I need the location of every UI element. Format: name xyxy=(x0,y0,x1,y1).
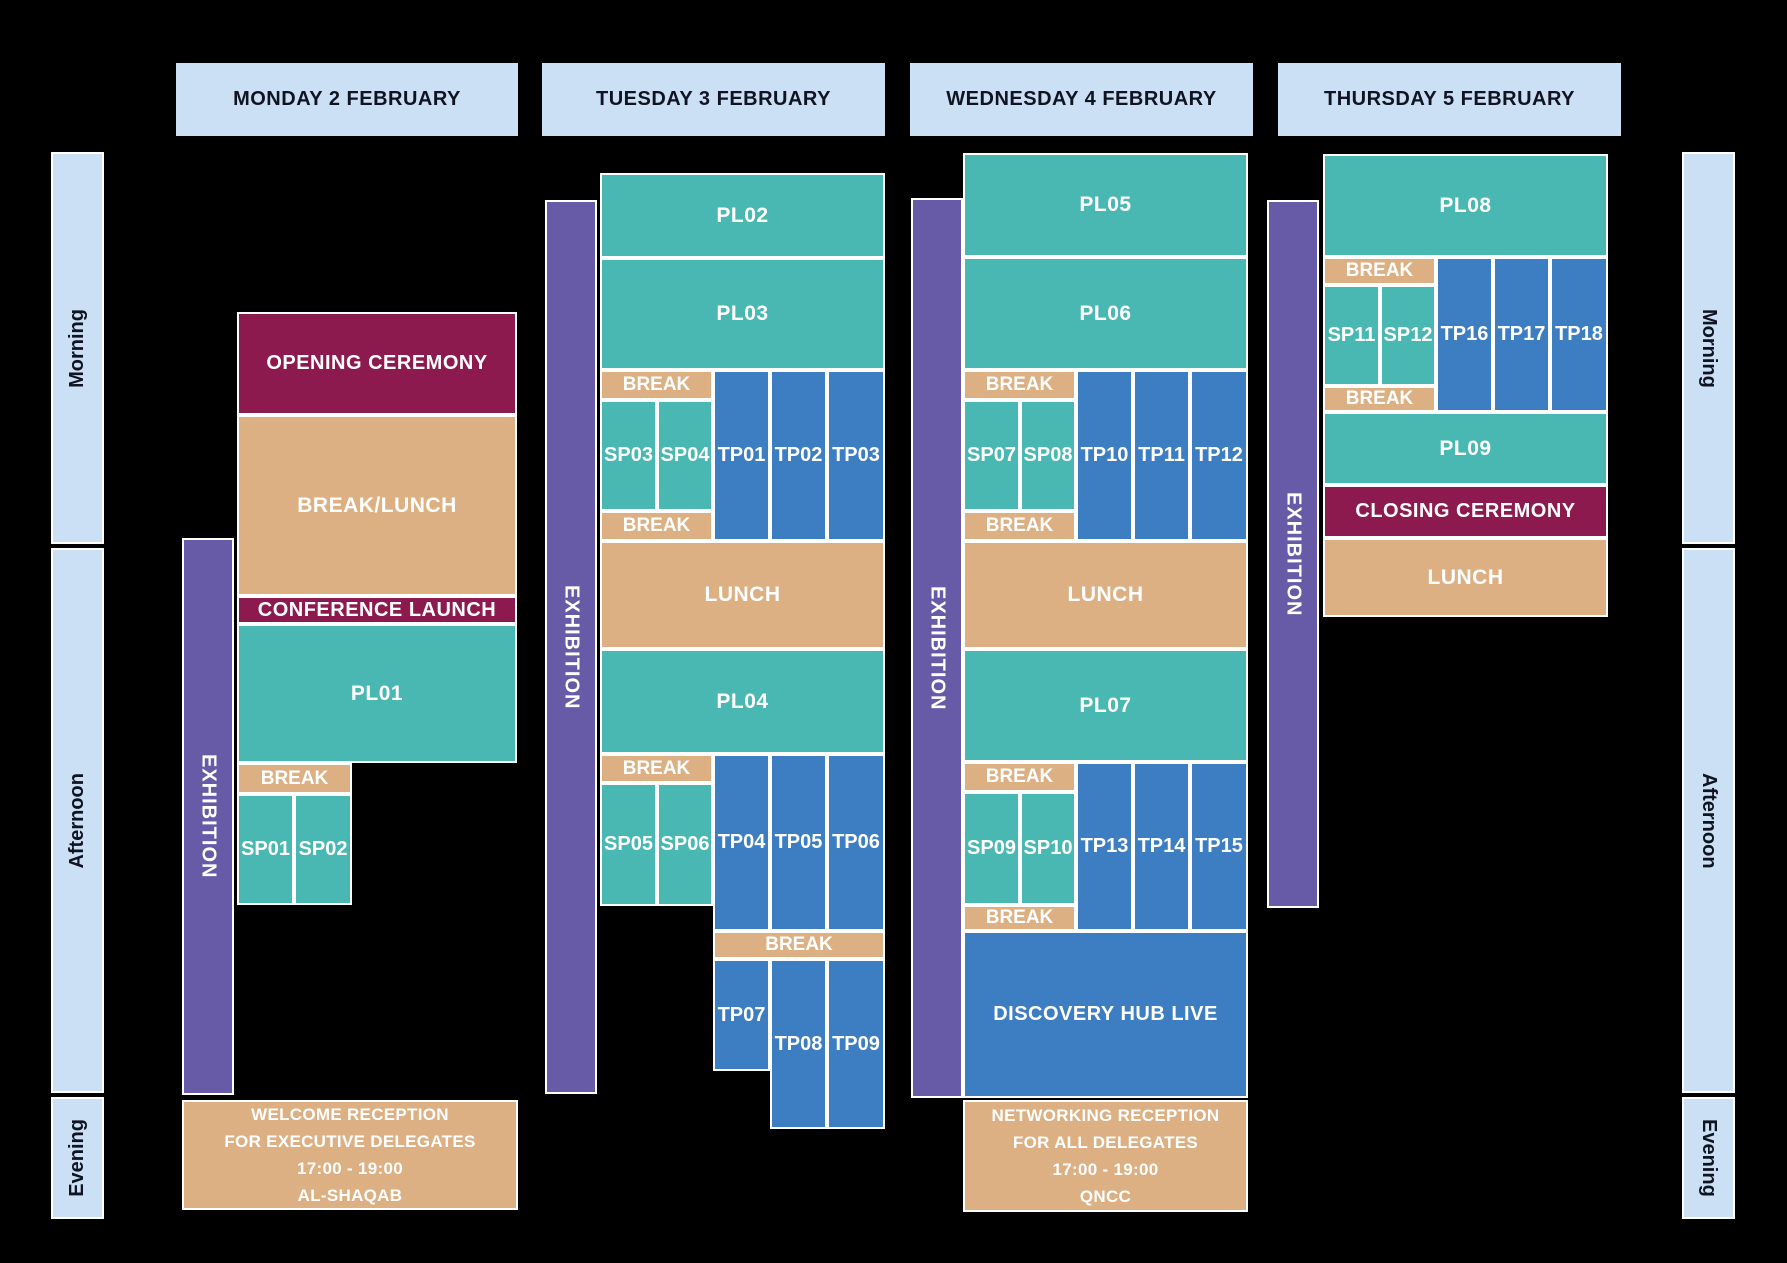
session-tp06: TP06 xyxy=(827,754,885,931)
break-tuesday-am-1: BREAK xyxy=(600,370,713,400)
lunch-wednesday: LUNCH xyxy=(963,541,1248,649)
welcome-reception: WELCOME RECEPTION FOR EXECUTIVE DELEGATE… xyxy=(182,1100,518,1210)
session-tp10: TP10 xyxy=(1076,370,1133,541)
break-wednesday-am-1: BREAK xyxy=(963,370,1076,400)
session-tp02: TP02 xyxy=(770,370,827,541)
exhibition-bar-tuesday: EXHIBITION xyxy=(545,200,597,1094)
session-tp01: TP01 xyxy=(713,370,770,541)
break-wednesday-pm-2: BREAK xyxy=(963,905,1076,931)
time-label-afternoon-right: Afternoon xyxy=(1682,548,1735,1093)
break-tuesday-late: BREAK xyxy=(713,931,885,959)
session-sp01: SP01 xyxy=(237,794,294,905)
day-header-tuesday: TUESDAY 3 FEBRUARY xyxy=(542,63,885,136)
session-sp10: SP10 xyxy=(1020,792,1076,905)
session-sp11: SP11 xyxy=(1323,285,1380,386)
session-pl07: PL07 xyxy=(963,649,1248,762)
time-label-evening-right: Evening xyxy=(1682,1097,1735,1219)
session-pl08: PL08 xyxy=(1323,154,1608,257)
day-header-thursday: THURSDAY 5 FEBRUARY xyxy=(1278,63,1621,136)
lunch-thursday: LUNCH xyxy=(1323,538,1608,617)
session-tp05: TP05 xyxy=(770,754,827,931)
lunch-tuesday: LUNCH xyxy=(600,541,885,649)
session-sp07: SP07 xyxy=(963,400,1020,511)
session-sp04: SP04 xyxy=(657,400,713,511)
session-sp12: SP12 xyxy=(1380,285,1436,386)
session-tp09: TP09 xyxy=(827,959,885,1129)
session-sp02: SP02 xyxy=(294,794,352,905)
session-tp15: TP15 xyxy=(1190,762,1248,931)
session-pl05: PL05 xyxy=(963,153,1248,257)
session-sp06: SP06 xyxy=(657,783,713,906)
break-lunch-monday: BREAK/LUNCH xyxy=(237,415,517,596)
session-conference-launch: CONFERENCE LAUNCH xyxy=(237,596,517,624)
session-tp17: TP17 xyxy=(1493,257,1550,412)
session-tp08: TP08 xyxy=(770,959,827,1129)
session-tp07: TP07 xyxy=(713,959,770,1071)
time-label-morning-right: Morning xyxy=(1682,152,1735,544)
session-sp09: SP09 xyxy=(963,792,1020,905)
discovery-hub-live: DISCOVERY HUB LIVE xyxy=(963,931,1248,1098)
break-wednesday-pm-1: BREAK xyxy=(963,762,1076,792)
session-opening-ceremony: OPENING CEREMONY xyxy=(237,312,517,415)
session-pl06: PL06 xyxy=(963,257,1248,370)
time-label-afternoon-left: Afternoon xyxy=(51,548,104,1093)
break-monday-afternoon: BREAK xyxy=(237,763,352,794)
session-pl03: PL03 xyxy=(600,258,885,370)
session-tp16: TP16 xyxy=(1436,257,1493,412)
session-pl04: PL04 xyxy=(600,649,885,754)
session-pl01: PL01 xyxy=(237,624,517,763)
session-tp14: TP14 xyxy=(1133,762,1190,931)
exhibition-bar-monday: EXHIBITION xyxy=(182,538,234,1095)
day-header-wednesday: WEDNESDAY 4 FEBRUARY xyxy=(910,63,1253,136)
session-tp13: TP13 xyxy=(1076,762,1133,931)
break-tuesday-am-2: BREAK xyxy=(600,511,713,541)
exhibition-bar-thursday: EXHIBITION xyxy=(1267,200,1319,908)
break-tuesday-pm: BREAK xyxy=(600,754,713,783)
session-tp03: TP03 xyxy=(827,370,885,541)
break-thursday-am-1: BREAK xyxy=(1323,257,1436,285)
time-label-evening-left: Evening xyxy=(51,1097,104,1219)
session-tp04: TP04 xyxy=(713,754,770,931)
session-pl09: PL09 xyxy=(1323,412,1608,485)
session-tp11: TP11 xyxy=(1133,370,1190,541)
session-sp08: SP08 xyxy=(1020,400,1076,511)
time-label-morning-left: Morning xyxy=(51,152,104,544)
session-tp18: TP18 xyxy=(1550,257,1608,412)
exhibition-bar-wednesday: EXHIBITION xyxy=(911,198,963,1098)
session-sp05: SP05 xyxy=(600,783,657,906)
session-closing-ceremony: CLOSING CEREMONY xyxy=(1323,485,1608,538)
session-pl02: PL02 xyxy=(600,173,885,258)
session-tp12: TP12 xyxy=(1190,370,1248,541)
day-header-monday: MONDAY 2 FEBRUARY xyxy=(176,63,518,136)
networking-reception: NETWORKING RECEPTION FOR ALL DELEGATES 1… xyxy=(963,1100,1248,1212)
session-sp03: SP03 xyxy=(600,400,657,511)
break-wednesday-am-2: BREAK xyxy=(963,511,1076,541)
break-thursday-am-2: BREAK xyxy=(1323,386,1436,412)
